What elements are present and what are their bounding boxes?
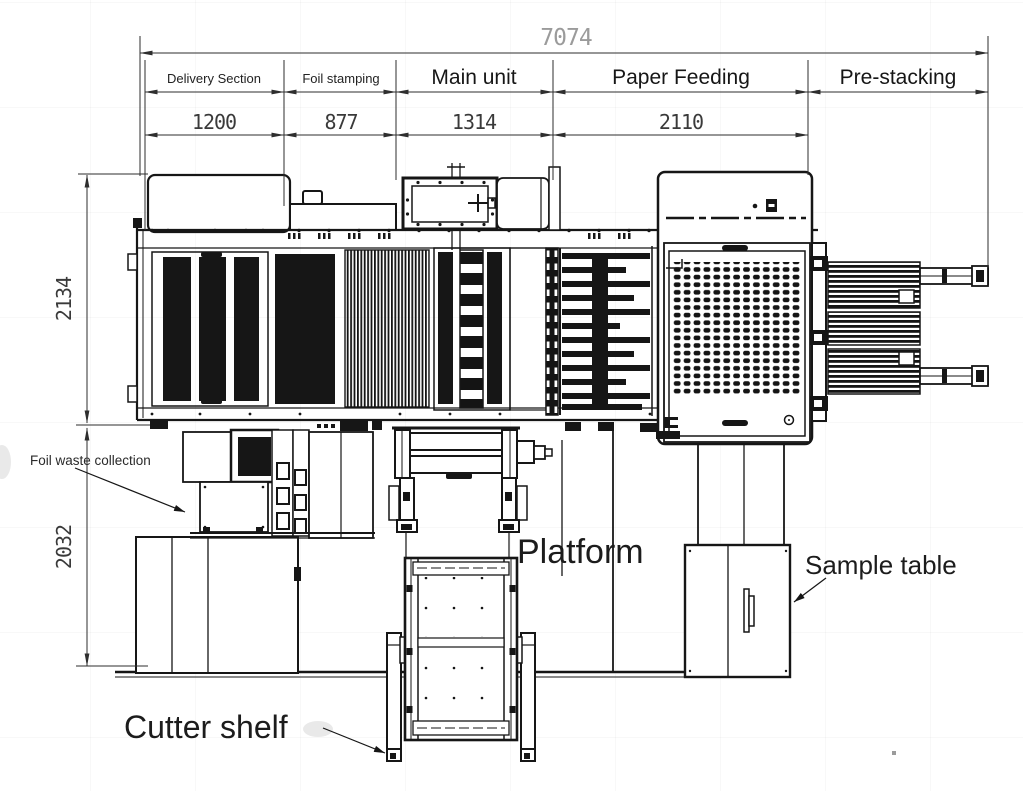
- foil-roller-stripes: [344, 249, 430, 408]
- delivery-conveyor: [388, 426, 553, 559]
- main-unit: [401, 163, 561, 411]
- dim-depth-upper: 2134: [52, 276, 76, 321]
- foil-waste-collection-box: [182, 428, 375, 539]
- pallet-slot-grid: [673, 262, 801, 394]
- rail-connectors: [810, 256, 828, 411]
- foil-stamping-unit: [275, 249, 430, 408]
- power-switch: [766, 199, 777, 212]
- platform-cabinet: [135, 536, 299, 674]
- section-label-main-unit: Main unit: [431, 66, 516, 89]
- scan-artifacts: [0, 445, 896, 755]
- left-tab: [127, 385, 138, 403]
- dim-foil-stamping: 877: [324, 110, 357, 134]
- section-label-delivery: Delivery Section: [167, 71, 261, 86]
- side-knob: [516, 440, 553, 464]
- indicator-dot: [752, 203, 758, 209]
- platform-label: Platform: [517, 533, 644, 571]
- bottom-band-marks: [150, 412, 662, 432]
- leader-lines: [74, 467, 827, 754]
- main-unit-chimney: [548, 166, 561, 231]
- paper-feeding-unit: [656, 170, 814, 545]
- section-label-foil-stamping: Foil stamping: [302, 71, 379, 86]
- sample-table-leader: [793, 577, 827, 603]
- main-unit-chase: [459, 249, 484, 409]
- feeder-bars: [562, 253, 650, 410]
- delivery-bar: [163, 257, 191, 401]
- section-label-pre-stacking: Pre-stacking: [840, 66, 957, 89]
- extension-rail-bottom: [919, 365, 989, 387]
- shelf-surface-dots: [419, 577, 503, 637]
- pre-stacking-unit: [810, 242, 989, 422]
- sample-table-label: Sample table: [805, 550, 957, 580]
- section-label-paper-feeding: Paper Feeding: [612, 66, 750, 89]
- dim-main-unit: 1314: [452, 110, 497, 134]
- delivery-bar: [234, 257, 259, 401]
- delivery-top-cover: [146, 173, 292, 234]
- left-tab: [127, 253, 138, 271]
- cutter-shelf-leader: [322, 727, 386, 754]
- foil-top-cover: [289, 203, 397, 231]
- overall-dimension-text: 7074: [540, 25, 592, 51]
- foil-waste-label: Foil waste collection: [30, 453, 151, 468]
- delivery-section-unit: [151, 251, 269, 407]
- cutter-shelf-table: [386, 556, 536, 762]
- band-rivets: [150, 228, 651, 239]
- stack-block: [827, 311, 921, 346]
- dim-depth-lower: 2032: [52, 525, 76, 569]
- cutter-shelf-label: Cutter shelf: [124, 709, 288, 745]
- stack-block: [827, 348, 921, 395]
- delivery-bar: [199, 257, 226, 401]
- feeder-chain-rail: [545, 247, 559, 416]
- shelf-surface-dots: [419, 649, 503, 720]
- foil-top-bump: [302, 190, 323, 205]
- dim-delivery: 1200: [192, 110, 236, 134]
- paper-feeding-feeder: [545, 246, 653, 416]
- dim-paper-feeding: 2110: [659, 110, 703, 134]
- sample-table-box: [683, 543, 792, 679]
- extension-rail-top: [919, 265, 989, 287]
- drawing-text: 7074 Delivery Section Foil stamping Main…: [30, 25, 957, 745]
- foil-plate: [275, 254, 335, 404]
- dimension-lines: [76, 36, 989, 667]
- main-unit-top-box: [401, 163, 550, 250]
- foil-waste-leader: [74, 467, 186, 513]
